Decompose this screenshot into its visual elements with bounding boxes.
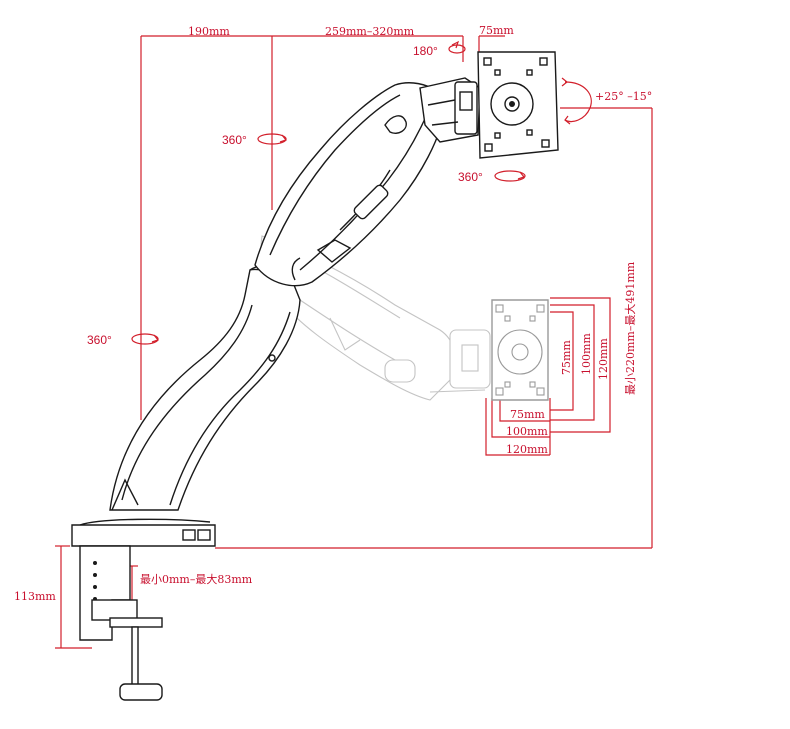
label-tilt: +25° –15° <box>595 90 652 103</box>
label-top-extension: 259mm–320mm <box>325 25 415 38</box>
label-vesa-120-h: 120mm <box>506 443 548 456</box>
label-vesa-75-v: 75mm <box>560 340 573 375</box>
rotation-arrows <box>131 40 592 345</box>
label-swivel-base: 360° <box>87 333 112 347</box>
vesa-plate-lowered <box>491 299 549 401</box>
label-swivel-head: 360° <box>458 170 483 184</box>
head-joint <box>419 77 481 143</box>
lower-arm <box>109 264 301 511</box>
label-height-range: 最小220mm–最大491mm <box>623 261 637 395</box>
label-vesa-120-v: 120mm <box>597 338 610 380</box>
label-vesa-75-h: 75mm <box>510 408 545 421</box>
label-vesa-100-v: 100mm <box>580 333 593 375</box>
dimension-lines <box>55 35 653 649</box>
dimension-labels: 190mm 259mm–320mm 75mm 180° +25° –15° 36… <box>14 24 652 603</box>
desk-clamp <box>71 518 216 701</box>
label-rotation-top: 180° <box>413 44 438 58</box>
label-swivel-upper: 360° <box>222 133 247 147</box>
upper-arm <box>254 82 446 287</box>
label-vesa-100-h: 100mm <box>506 425 548 438</box>
label-desk-thickness: 最小0mm–最大83mm <box>140 572 253 586</box>
vesa-plate-top <box>477 51 559 159</box>
label-top-left-width: 190mm <box>188 25 230 38</box>
label-clamp-height: 113mm <box>14 590 56 603</box>
label-vesa-top: 75mm <box>479 24 514 37</box>
